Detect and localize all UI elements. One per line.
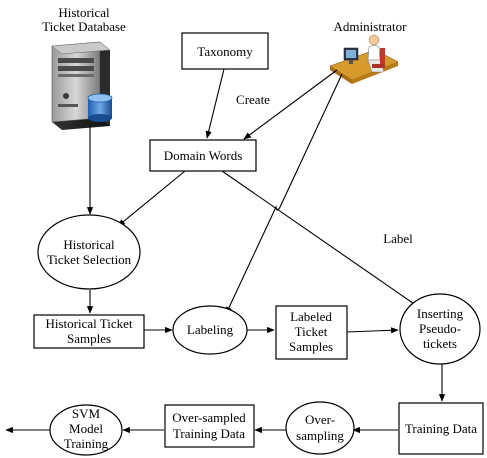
diagram-edges xyxy=(5,68,446,434)
node-taxonomy: Taxonomy xyxy=(181,32,269,70)
node-historical-ticket-selection-line-2: Ticket Selection xyxy=(47,252,132,267)
edge-label-label: Label xyxy=(383,231,413,246)
node-domain-words-text: Domain Words xyxy=(164,148,243,163)
node-svm-model-training: SVM Model Training xyxy=(49,404,123,456)
node-over-sampling: Over- sampling xyxy=(285,401,355,455)
database-label-line-2: Ticket Database xyxy=(42,19,126,34)
historical-ticket-database: Historical Ticket Database xyxy=(42,5,126,130)
node-historical-ticket-samples-line-2: Samples xyxy=(67,331,111,346)
server-database-icon xyxy=(51,41,113,130)
node-inserting-pseudo-tickets-line-3: tickets xyxy=(423,336,457,351)
administrator-label: Administrator xyxy=(334,19,408,34)
node-svm-model-training-line-2: Model xyxy=(69,421,103,436)
node-over-sampling-line-2: sampling xyxy=(296,428,344,443)
node-labeled-ticket-samples: Labeled Ticket Samples xyxy=(275,305,348,360)
node-historical-ticket-selection-line-1: Historical xyxy=(63,237,115,252)
node-over-sampled-training-data-line-1: Over-sampled xyxy=(172,410,246,425)
node-domain-words: Domain Words xyxy=(149,139,257,172)
node-svm-model-training-line-1: SVM xyxy=(72,406,101,421)
node-labeling: Labeling xyxy=(172,305,248,355)
node-inserting-pseudo-tickets-line-2: Pseudo- xyxy=(419,321,461,336)
node-historical-ticket-samples: Historical Ticket Samples xyxy=(33,314,145,349)
node-labeled-ticket-samples-line-1: Labeled xyxy=(290,309,332,324)
node-labeled-ticket-samples-line-2: Ticket xyxy=(295,324,328,339)
database-label-line-1: Historical xyxy=(58,5,110,20)
node-over-sampled-training-data: Over-sampled Training Data xyxy=(164,404,255,448)
node-labeling-text: Labeling xyxy=(187,322,234,337)
administrator: Administrator xyxy=(329,19,408,84)
edge-label-create: Create xyxy=(236,92,270,107)
node-historical-ticket-selection: Historical Ticket Selection xyxy=(37,214,141,290)
node-over-sampled-training-data-line-2: Training Data xyxy=(173,426,245,441)
node-over-sampling-line-1: Over- xyxy=(305,412,335,427)
node-inserting-pseudo-tickets: Inserting Pseudo- tickets xyxy=(399,293,481,365)
node-taxonomy-text: Taxonomy xyxy=(197,44,253,59)
node-inserting-pseudo-tickets-line-1: Inserting xyxy=(417,306,464,321)
node-svm-model-training-line-3: Training xyxy=(64,436,109,451)
node-labeled-ticket-samples-line-3: Samples xyxy=(289,339,333,354)
node-training-data: Training Data xyxy=(398,402,484,455)
administrator-icon xyxy=(329,34,399,84)
node-training-data-text: Training Data xyxy=(405,421,477,436)
node-historical-ticket-samples-line-1: Historical Ticket xyxy=(45,316,132,331)
